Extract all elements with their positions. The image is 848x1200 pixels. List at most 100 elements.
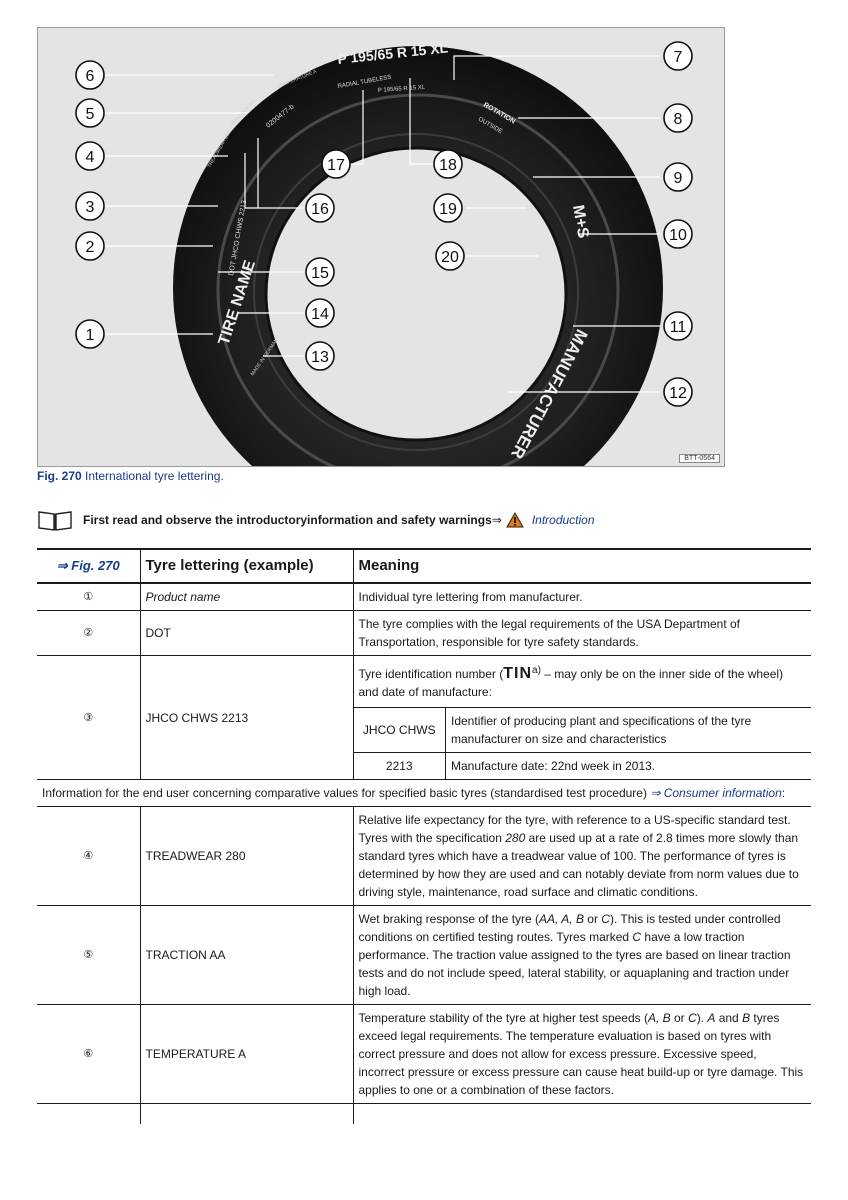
callout-11: 11 <box>663 311 693 341</box>
row-meaning: Tyre identification number (TINa) – may … <box>352 655 812 780</box>
figure-caption-label: Fig. 270 <box>37 469 82 483</box>
empty-cell <box>139 1103 353 1124</box>
book-icon <box>38 511 72 531</box>
meaning-italic: C <box>601 912 610 926</box>
meaning-part: or <box>583 912 602 926</box>
row-meaning: Relative life expectancy for the tyre, w… <box>352 806 811 906</box>
row-example: Product name <box>139 583 353 611</box>
meaning-italic: A, B <box>647 1011 671 1025</box>
tyre-lettering-table: ⇒ Fig. 270 Tyre lettering (example) Mean… <box>37 548 811 1124</box>
meaning-italic: C <box>632 930 642 944</box>
callout-14: 14 <box>305 298 335 328</box>
svg-text:7: 7 <box>674 49 683 66</box>
row-number: ① <box>37 583 140 611</box>
notice-text: First read and observe the introductoryi… <box>83 513 492 527</box>
tin-subtable: JHCO CHWS Identifier of producing plant … <box>353 707 811 779</box>
row-number: ⑤ <box>37 905 140 1005</box>
row-example: DOT <box>139 610 353 656</box>
tin-footnote: a) <box>532 665 541 676</box>
callout-7: 7 <box>663 41 693 71</box>
table-row: JHCO CHWS Identifier of producing plant … <box>353 707 811 753</box>
row-number: ③ <box>37 655 140 780</box>
row-example: TREADWEAR 280 <box>139 806 353 906</box>
callout-2: 2 <box>75 231 105 261</box>
svg-text:4: 4 <box>86 149 95 166</box>
meaning-italic: AA, A, B <box>539 912 584 926</box>
callout-20: 20 <box>435 241 465 271</box>
notice-arrow: ⇒ <box>491 513 502 527</box>
tyre-size-small-text: P 195/65 R 15 XL <box>378 85 426 94</box>
row-meaning: Temperature stability of the tyre at hig… <box>352 1004 811 1104</box>
callout-18: 18 <box>433 149 463 179</box>
meaning-part: Wet braking response of the tyre ( <box>358 912 540 926</box>
callout-16: 16 <box>305 193 335 223</box>
table-row: ⑥ TEMPERATURE A Temperature stability of… <box>37 1004 811 1104</box>
callout-17: 17 <box>321 149 351 179</box>
svg-text:8: 8 <box>674 111 683 128</box>
svg-text:2: 2 <box>86 239 95 256</box>
callout-3: 3 <box>75 191 105 221</box>
svg-text:12: 12 <box>669 385 687 402</box>
empty-cell <box>37 1104 140 1125</box>
meaning-part: or <box>670 1011 689 1025</box>
consumer-info-note: Information for the end user concerning … <box>37 779 811 807</box>
meaning-part: are used up at a rate of 2.8 times more … <box>358 831 799 899</box>
meaning-italic: A <box>707 1011 716 1025</box>
table-row: ① Product name Individual tyre lettering… <box>37 583 811 611</box>
row-example-italic: Product name <box>145 590 221 604</box>
figure-caption-text: International tyre lettering. <box>85 469 224 483</box>
svg-text:6: 6 <box>86 68 95 85</box>
table-row: ② DOT The tyre complies with the legal r… <box>37 610 811 656</box>
meaning-part: Temperature stability of the tyre at hig… <box>358 1011 648 1025</box>
tin-symbol: TIN <box>503 665 533 682</box>
svg-text:11: 11 <box>670 319 687 336</box>
meaning-italic: B <box>742 1011 751 1025</box>
table-row: ⑤ TRACTION AA Wet braking response of th… <box>37 905 811 1005</box>
row-example: JHCO CHWS 2213 <box>139 655 353 780</box>
info-tail: : <box>781 786 786 800</box>
callout-5: 5 <box>75 98 105 128</box>
sub-code: JHCO CHWS <box>353 707 446 753</box>
meaning-part: and <box>715 1011 743 1025</box>
tin-description: Tyre identification number (TINa) – may … <box>354 656 812 701</box>
info-arrow: ⇒ <box>650 786 661 800</box>
header-fig-ref[interactable]: ⇒ Fig. 270 <box>37 548 140 584</box>
tyre-figure: P 195/65 R 15 XL P 195/65 R 15 XL RADIAL… <box>37 27 725 467</box>
tyre-sidewall-ring <box>216 93 620 466</box>
introduction-link[interactable]: Introduction <box>531 513 595 527</box>
consumer-information-link[interactable]: Consumer information <box>663 786 782 800</box>
callout-4: 4 <box>75 141 105 171</box>
svg-text:1: 1 <box>86 327 95 344</box>
tyre-inner-ring <box>253 133 579 451</box>
figure-caption: Fig. 270 International tyre lettering. <box>37 469 224 483</box>
meaning-italic: 280 <box>505 831 526 845</box>
row-meaning: Individual tyre lettering from manufactu… <box>352 583 811 611</box>
info-row: Information for the end user concerning … <box>37 779 811 807</box>
svg-text:20: 20 <box>441 249 459 266</box>
svg-text:5: 5 <box>86 106 95 123</box>
callout-1: 1 <box>75 319 105 349</box>
svg-text:14: 14 <box>311 306 329 323</box>
header-meaning: Meaning <box>352 548 811 584</box>
svg-text:13: 13 <box>311 349 329 366</box>
callout-10: 10 <box>663 219 693 249</box>
row-example: TRACTION AA <box>139 905 353 1005</box>
svg-text:19: 19 <box>439 201 457 218</box>
safety-notice: First read and observe the introductoryi… <box>37 509 595 531</box>
tyre-illustration: P 195/65 R 15 XL P 195/65 R 15 XL RADIAL… <box>75 39 693 466</box>
row-number: ② <box>37 610 140 656</box>
table-row-continuation <box>37 1103 811 1125</box>
svg-text:17: 17 <box>327 157 345 174</box>
svg-text:10: 10 <box>669 227 687 244</box>
callout-13: 13 <box>305 341 335 371</box>
header-lettering: Tyre lettering (example) <box>139 548 353 584</box>
figure-id-label: BTT-0564 <box>679 454 720 463</box>
svg-text:16: 16 <box>311 201 329 218</box>
svg-text:9: 9 <box>674 170 683 187</box>
callout-15: 15 <box>305 257 335 287</box>
tin-text-post: – may only be on the inner side of the w… <box>358 667 784 699</box>
svg-text:15: 15 <box>311 265 329 282</box>
table-row: ④ TREADWEAR 280 Relative life expectancy… <box>37 806 811 906</box>
svg-text:3: 3 <box>86 199 95 216</box>
sub-text: Manufacture date: 22nd week in 2013. <box>445 752 811 779</box>
